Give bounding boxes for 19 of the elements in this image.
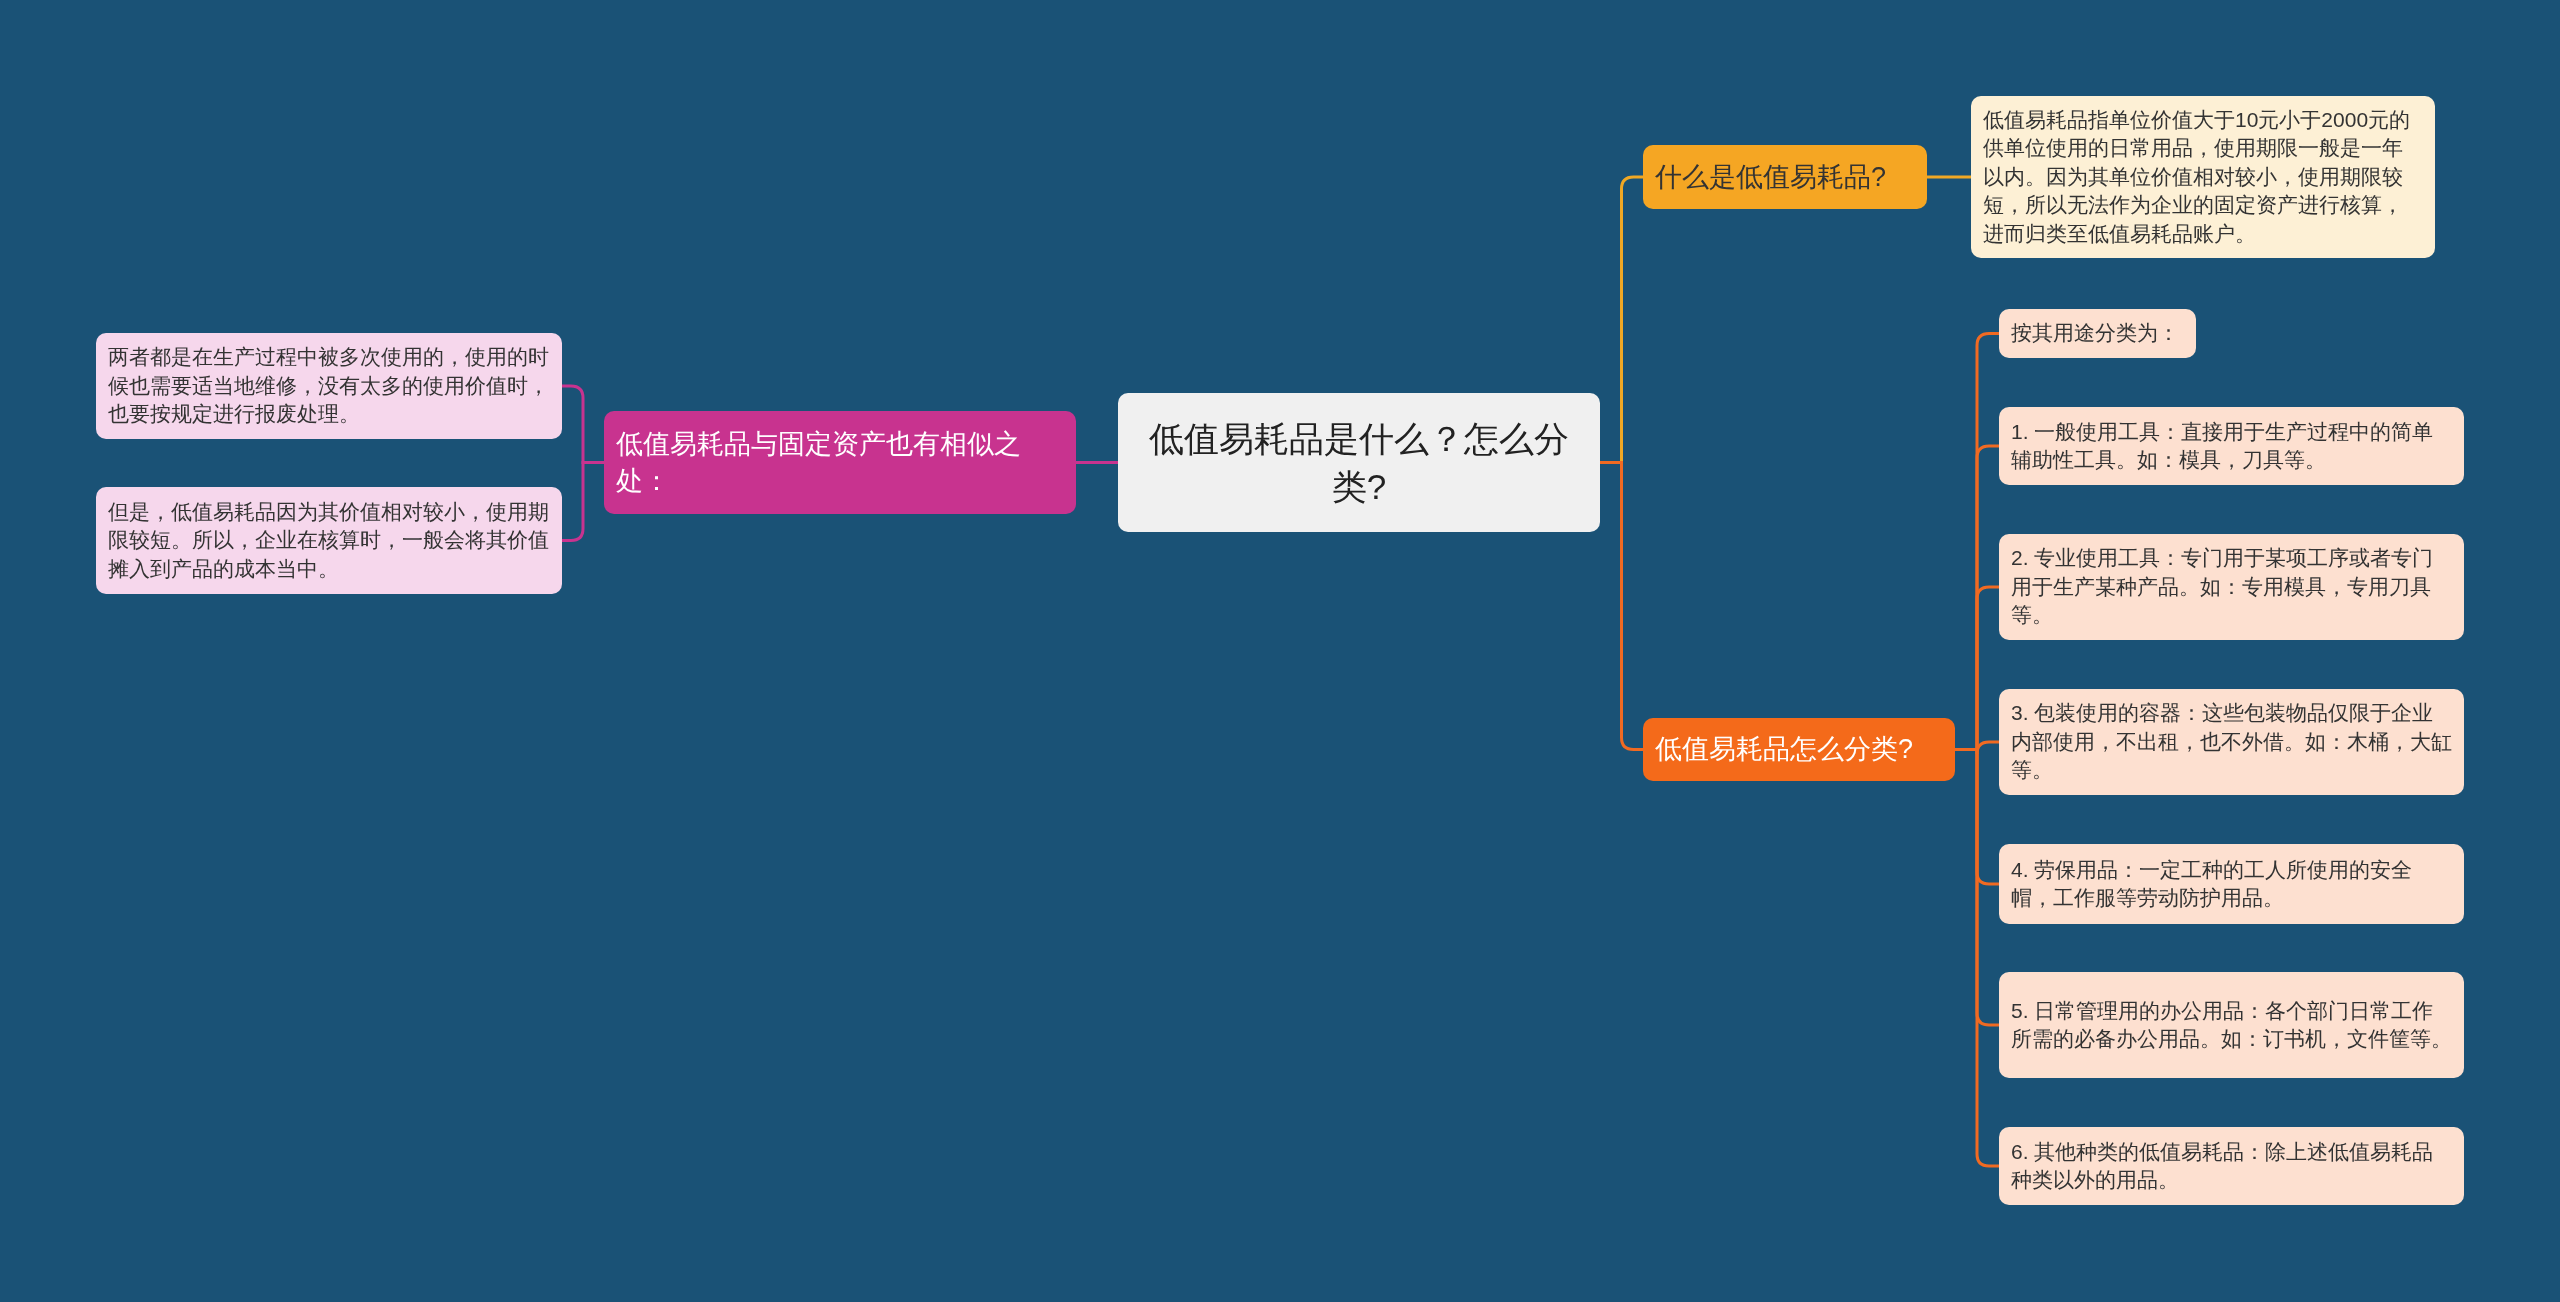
note-box: 1. 一般使用工具：直接用于生产过程中的简单辅助性工具。如：模具，刀具等。 <box>1999 407 2464 485</box>
note-box: 6. 其他种类的低值易耗品：除上述低值易耗品种类以外的用品。 <box>1999 1127 2464 1205</box>
connector-line <box>1076 461 1118 464</box>
note-box: 两者都是在生产过程中被多次使用的，使用的时候也需要适当地维修，没有太多的使用价值时，也要按规定进行报废处理。 <box>96 333 562 439</box>
note-box: 3. 包装使用的容器：这些包装物品仅限于企业内部使用，不出租，也不外借。如：木桶，大缸等。 <box>1999 689 2464 795</box>
note-box: 5. 日常管理用的办公用品：各个部门日常工作所需的必备办公用品。如：订书机，文件筐等。 <box>1999 972 2464 1078</box>
note-box: 2. 专业使用工具：专门用于某项工序或者专门用于生产某种产品。如：专用模具，专用刀具等。 <box>1999 534 2464 640</box>
note-box: 按其用途分类为： <box>1999 309 2196 358</box>
note-box: 但是，低值易耗品因为其价值相对较小，使用期限较短。所以，企业在核算时，一般会将其价值摊入到产品的成本当中。 <box>96 487 562 594</box>
topic-box: 低值易耗品与固定资产也有相似之处： <box>604 411 1076 514</box>
note-box: 4. 劳保用品：一定工种的工人所使用的安全帽，工作服等劳动防护用品。 <box>1999 844 2464 924</box>
connector-line <box>562 461 604 542</box>
connector-line <box>1955 748 1999 1168</box>
note-box: 低值易耗品指单位价值大于10元小于2000元的供单位使用的日常用品，使用期限一般是一年以内。因为其单位价值相对较小，使用期限较短，所以无法作为企业的固定资产进行核算，进而归类至低值易耗品账户。 <box>1971 96 2435 258</box>
connector-line <box>1600 461 1643 751</box>
connector-line <box>1927 175 1971 179</box>
topic-box: 什么是低值易耗品? <box>1643 145 1927 209</box>
central-topic-box: 低值易耗品是什么？怎么分类? <box>1118 393 1600 532</box>
topic-box: 低值易耗品怎么分类? <box>1643 718 1955 781</box>
